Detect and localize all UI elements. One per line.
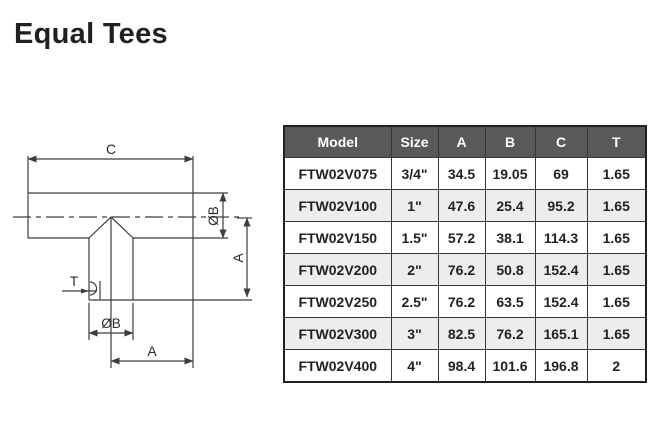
t-arrowhead: [81, 288, 89, 294]
tee-diagram: C ØB A T ØB A: [0, 130, 270, 392]
table-row: FTW02V300 3" 82.5 76.2 165.1 1.65: [283, 317, 647, 350]
table-row: FTW02V200 2" 76.2 50.8 152.4 1.65: [283, 253, 647, 286]
dim-label-a-bottom: A: [147, 343, 157, 359]
cell-a: 47.6: [437, 189, 486, 222]
cell-b: 101.6: [484, 349, 536, 383]
cell-a: 34.5: [437, 157, 486, 190]
cell-t: 1.65: [586, 157, 647, 190]
cell-size: 3/4": [390, 157, 439, 190]
cell-c: 114.3: [534, 221, 588, 254]
cell-b: 38.1: [484, 221, 536, 254]
table-row: FTW02V400 4" 98.4 101.6 196.8 2: [283, 349, 647, 383]
wall-end-cap-arc: [89, 281, 98, 296]
dim-label-t: T: [70, 274, 78, 289]
cell-c: 152.4: [534, 285, 588, 318]
header-row: Model Size A B C T: [283, 125, 647, 158]
cell-size: 4": [390, 349, 439, 383]
spec-table: Model Size A B C T FTW02V075 3/4" 34.5 1…: [283, 125, 647, 383]
cell-c: 152.4: [534, 253, 588, 286]
cell-a: 76.2: [437, 285, 486, 318]
cell-model: FTW02V250: [283, 285, 392, 318]
column-header-b: B: [484, 125, 536, 158]
cell-model: FTW02V200: [283, 253, 392, 286]
cell-b: 19.05: [484, 157, 536, 190]
cell-a: 57.2: [437, 221, 486, 254]
dim-label-c: C: [106, 141, 116, 157]
cell-a: 82.5: [437, 317, 486, 350]
cell-size: 2.5": [390, 285, 439, 318]
cell-size: 3": [390, 317, 439, 350]
cell-c: 69: [534, 157, 588, 190]
cell-c: 95.2: [534, 189, 588, 222]
cell-c: 196.8: [534, 349, 588, 383]
column-header-size: Size: [390, 125, 439, 158]
cell-t: 2: [586, 349, 647, 383]
cell-t: 1.65: [586, 285, 647, 318]
cell-model: FTW02V400: [283, 349, 392, 383]
column-header-c: C: [534, 125, 588, 158]
cell-model: FTW02V075: [283, 157, 392, 190]
dim-label-diameter-b-right: ØB: [206, 206, 221, 226]
dim-label-a-right: A: [230, 253, 246, 263]
cell-a: 76.2: [437, 253, 486, 286]
dim-label-diameter-b-bottom: ØB: [101, 316, 121, 331]
cell-t: 1.65: [586, 253, 647, 286]
cell-model: FTW02V100: [283, 189, 392, 222]
table-row: FTW02V100 1" 47.6 25.4 95.2 1.65: [283, 189, 647, 222]
cell-b: 63.5: [484, 285, 536, 318]
column-header-a: A: [437, 125, 486, 158]
column-header-t: T: [586, 125, 647, 158]
table-row: FTW02V150 1.5" 57.2 38.1 114.3 1.65: [283, 221, 647, 254]
table-header: Model Size A B C T: [283, 125, 647, 158]
column-header-model: Model: [283, 125, 392, 158]
cell-model: FTW02V150: [283, 221, 392, 254]
cell-size: 1": [390, 189, 439, 222]
tee-diagram-svg: C ØB A T ØB A: [13, 141, 252, 368]
table-body: FTW02V075 3/4" 34.5 19.05 69 1.65 FTW02V…: [283, 157, 647, 383]
cell-t: 1.65: [586, 189, 647, 222]
table-row: FTW02V075 3/4" 34.5 19.05 69 1.65: [283, 157, 647, 190]
cell-c: 165.1: [534, 317, 588, 350]
cell-t: 1.65: [586, 221, 647, 254]
cell-b: 50.8: [484, 253, 536, 286]
page-title: Equal Tees: [14, 18, 168, 50]
cell-a: 98.4: [437, 349, 486, 383]
cell-size: 1.5": [390, 221, 439, 254]
cell-model: FTW02V300: [283, 317, 392, 350]
cell-size: 2": [390, 253, 439, 286]
cell-b: 76.2: [484, 317, 536, 350]
table-row: FTW02V250 2.5" 76.2 63.5 152.4 1.65: [283, 285, 647, 318]
cell-t: 1.65: [586, 317, 647, 350]
cell-b: 25.4: [484, 189, 536, 222]
